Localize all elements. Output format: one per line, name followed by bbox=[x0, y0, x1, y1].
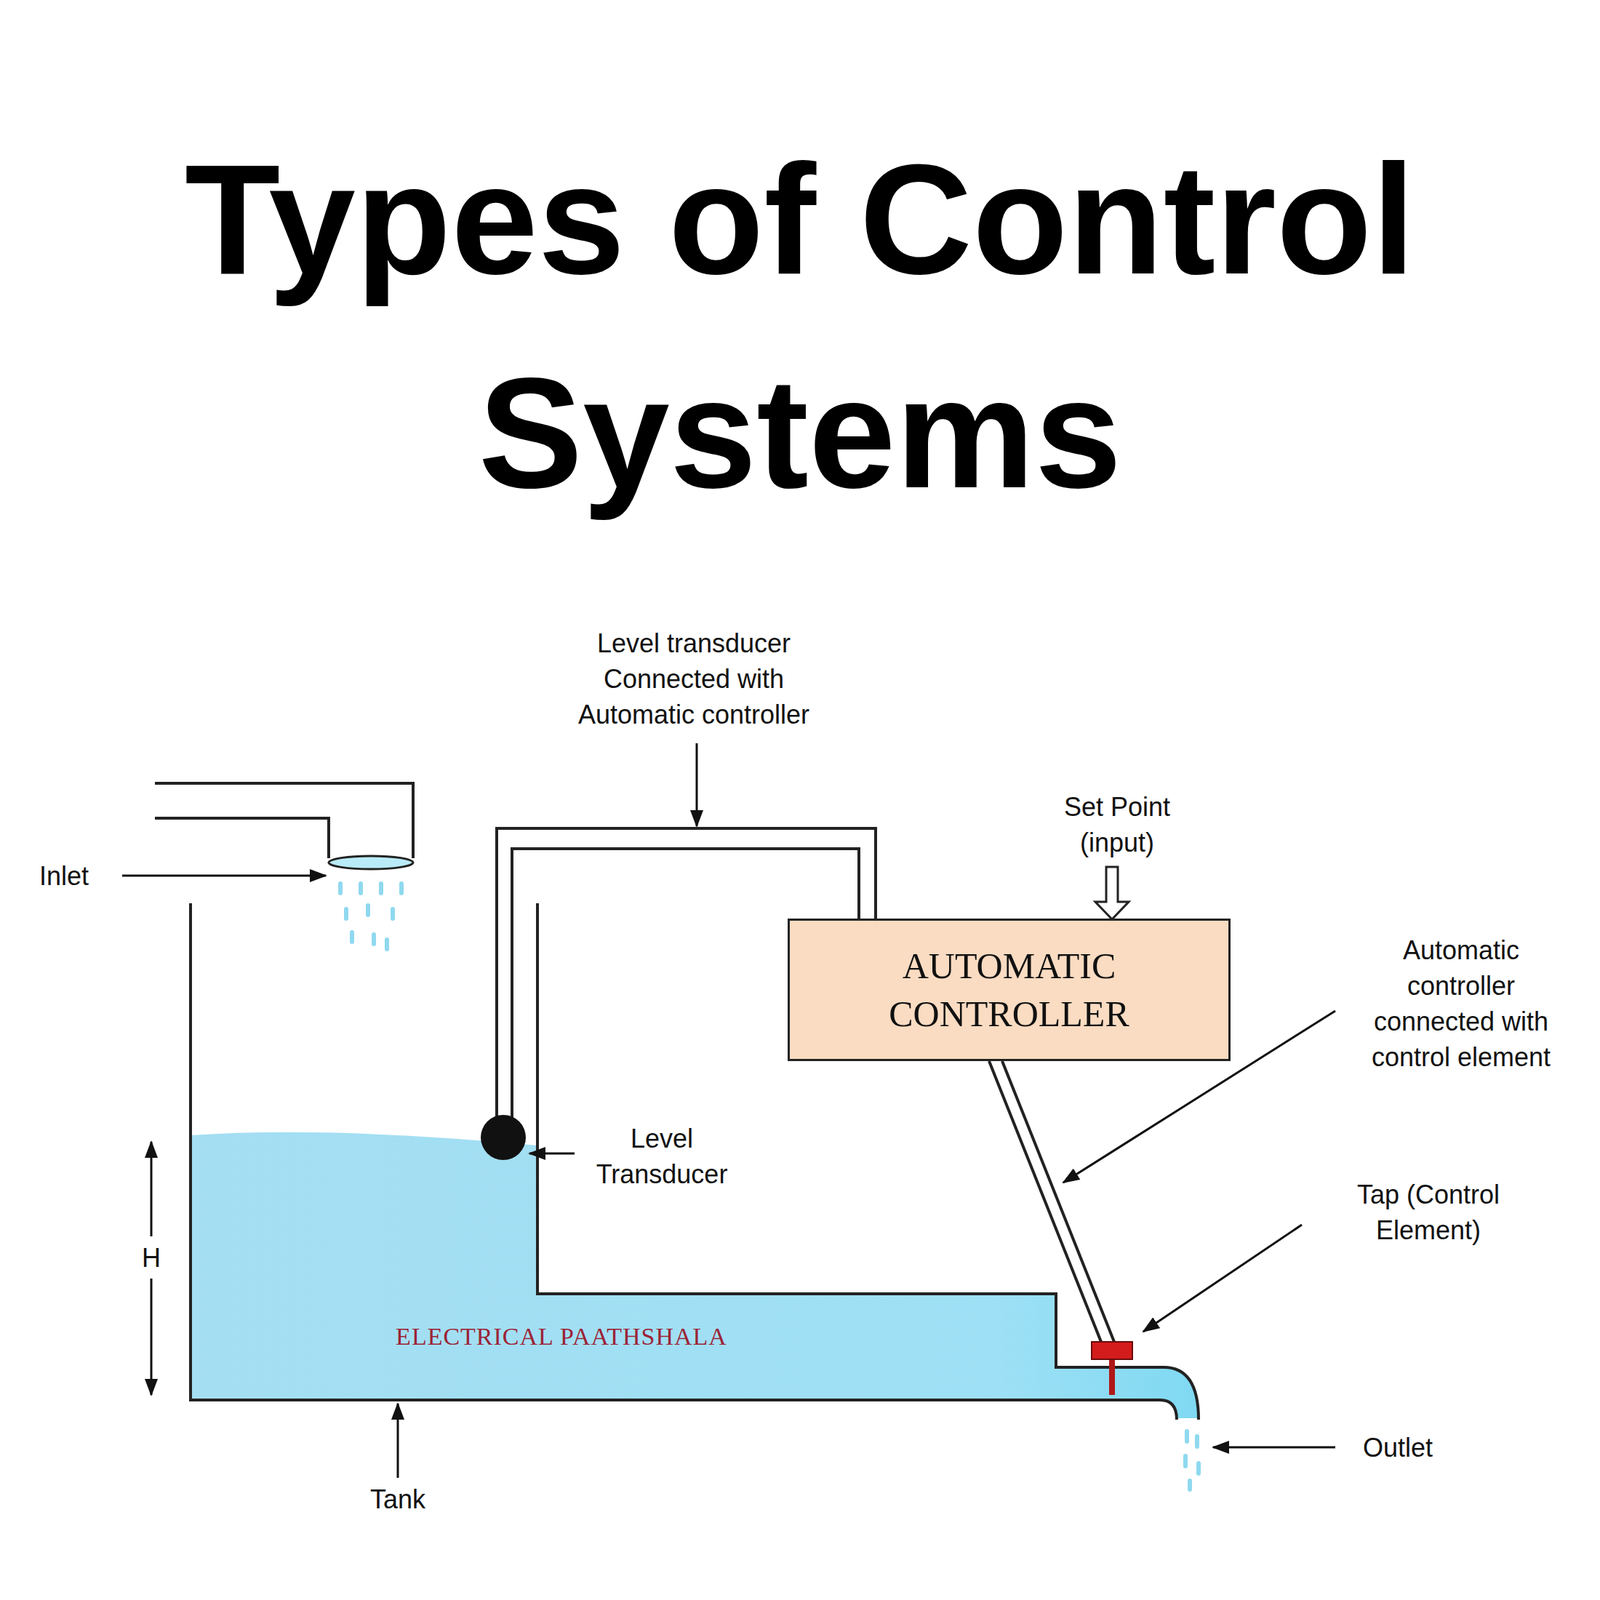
inlet-label: Inlet bbox=[16, 858, 112, 894]
controller-text-group: AUTOMATIC CONTROLLER bbox=[802, 941, 1216, 1038]
set-point-label: Set Point (input) bbox=[1040, 789, 1194, 861]
transducer-label: Level Transducer bbox=[578, 1120, 746, 1192]
tap-stem bbox=[1109, 1357, 1115, 1395]
title: Types of Control Systems bbox=[36, 112, 1564, 541]
inlet-nozzle bbox=[328, 856, 414, 870]
height-label: H bbox=[133, 1240, 170, 1276]
tank-label: Tank bbox=[354, 1481, 442, 1518]
leader-lines bbox=[122, 743, 1336, 1478]
inlet-pipe bbox=[154, 818, 329, 859]
controller-label: AUTOMATIC CONTROLLER bbox=[802, 941, 1216, 1038]
controller-box: AUTOMATIC CONTROLLER bbox=[787, 918, 1231, 1062]
set-point-arrow bbox=[1095, 866, 1129, 920]
control-wire bbox=[1002, 1061, 1115, 1342]
tap bbox=[1091, 1341, 1133, 1360]
control-wire bbox=[989, 1061, 1102, 1342]
callout-text: Automatic controller connected with cont… bbox=[1355, 932, 1567, 1075]
watermark: ELECTRICAL PAATHSHALA bbox=[328, 1322, 795, 1352]
tap-label: Tap (Control Element) bbox=[1314, 1176, 1544, 1248]
callout-text: Level transducer Connected with Automati… bbox=[555, 625, 832, 733]
inlet-pipe bbox=[154, 783, 414, 859]
outlet-label: Outlet bbox=[1343, 1429, 1453, 1466]
level-transducer bbox=[480, 1114, 526, 1160]
